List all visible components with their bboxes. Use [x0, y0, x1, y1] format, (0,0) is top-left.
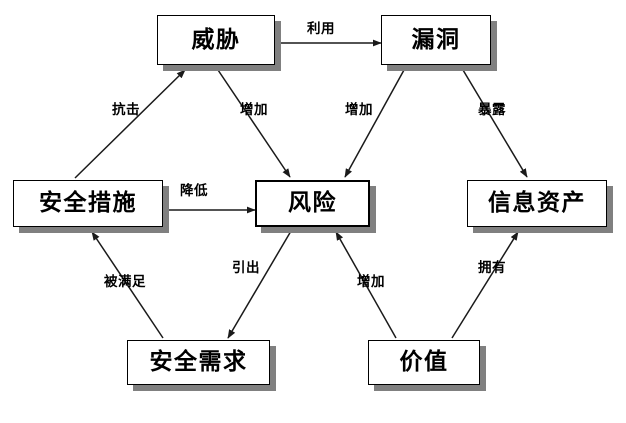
node-vulnerability[interactable]: 漏洞	[381, 15, 491, 65]
edge-safeguard-counters-threat	[74, 69, 186, 179]
node-label-vulnerability: 漏洞	[411, 26, 461, 53]
edge-label-expose: 暴露	[478, 102, 506, 118]
edge-vulnerability-increases-risk	[344, 69, 405, 178]
edge-label-increase-value-risk: 增加	[357, 274, 385, 290]
node-risk[interactable]: 风险	[255, 180, 370, 227]
node-label-safeguard: 安全措施	[39, 190, 137, 216]
edge-threat-increases-risk	[217, 69, 291, 178]
node-label-value: 价值	[399, 349, 449, 375]
edge-label-derive: 引出	[232, 260, 260, 276]
node-requirement[interactable]: 安全需求	[127, 340, 270, 385]
edge-asset-owns-value	[451, 231, 519, 339]
edge-label-counter: 抗击	[112, 102, 140, 118]
edge-label-reduce: 降低	[180, 183, 208, 199]
node-label-asset: 信息资产	[488, 190, 586, 216]
node-label-threat: 威胁	[191, 26, 241, 53]
edge-value-increases-risk	[335, 231, 397, 339]
edge-label-own: 拥有	[478, 260, 506, 276]
node-label-risk: 风险	[288, 190, 337, 216]
edge-requirement-satisfied-by-safeguard	[91, 231, 164, 339]
node-safeguard[interactable]: 安全措施	[13, 180, 163, 227]
edge-label-exploit: 利用	[307, 21, 335, 37]
edge-label-increase-threat-risk: 增加	[240, 102, 268, 118]
edge-vulnerability-exposes-asset	[462, 69, 528, 178]
node-label-requirement: 安全需求	[149, 349, 248, 375]
edge-label-satisfied: 被满足	[104, 274, 146, 290]
node-threat[interactable]: 威胁	[157, 15, 275, 65]
edge-risk-derives-requirement	[227, 230, 292, 339]
node-asset[interactable]: 信息资产	[467, 180, 607, 227]
edge-label-increase-vuln-risk: 增加	[345, 102, 373, 118]
node-value[interactable]: 价值	[368, 340, 480, 385]
